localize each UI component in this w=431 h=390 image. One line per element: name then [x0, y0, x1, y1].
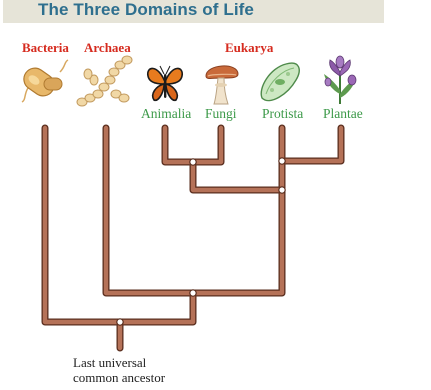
node-protista-plantae [279, 158, 285, 164]
root-label-line-2: common ancestor [73, 370, 165, 385]
node-archaea-eukarya [190, 290, 196, 296]
root-label: Last universal common ancestor [73, 355, 165, 385]
branch-protista-plantae [282, 128, 341, 161]
node-animalia-fungi [190, 159, 196, 165]
branch-archaea-eukarya [106, 128, 282, 293]
branch-animalia-fungi [165, 128, 221, 162]
root-label-line-1: Last universal [73, 355, 165, 370]
node-root [117, 319, 123, 325]
node-eukarya [279, 187, 285, 193]
branch-nodes [117, 158, 285, 325]
